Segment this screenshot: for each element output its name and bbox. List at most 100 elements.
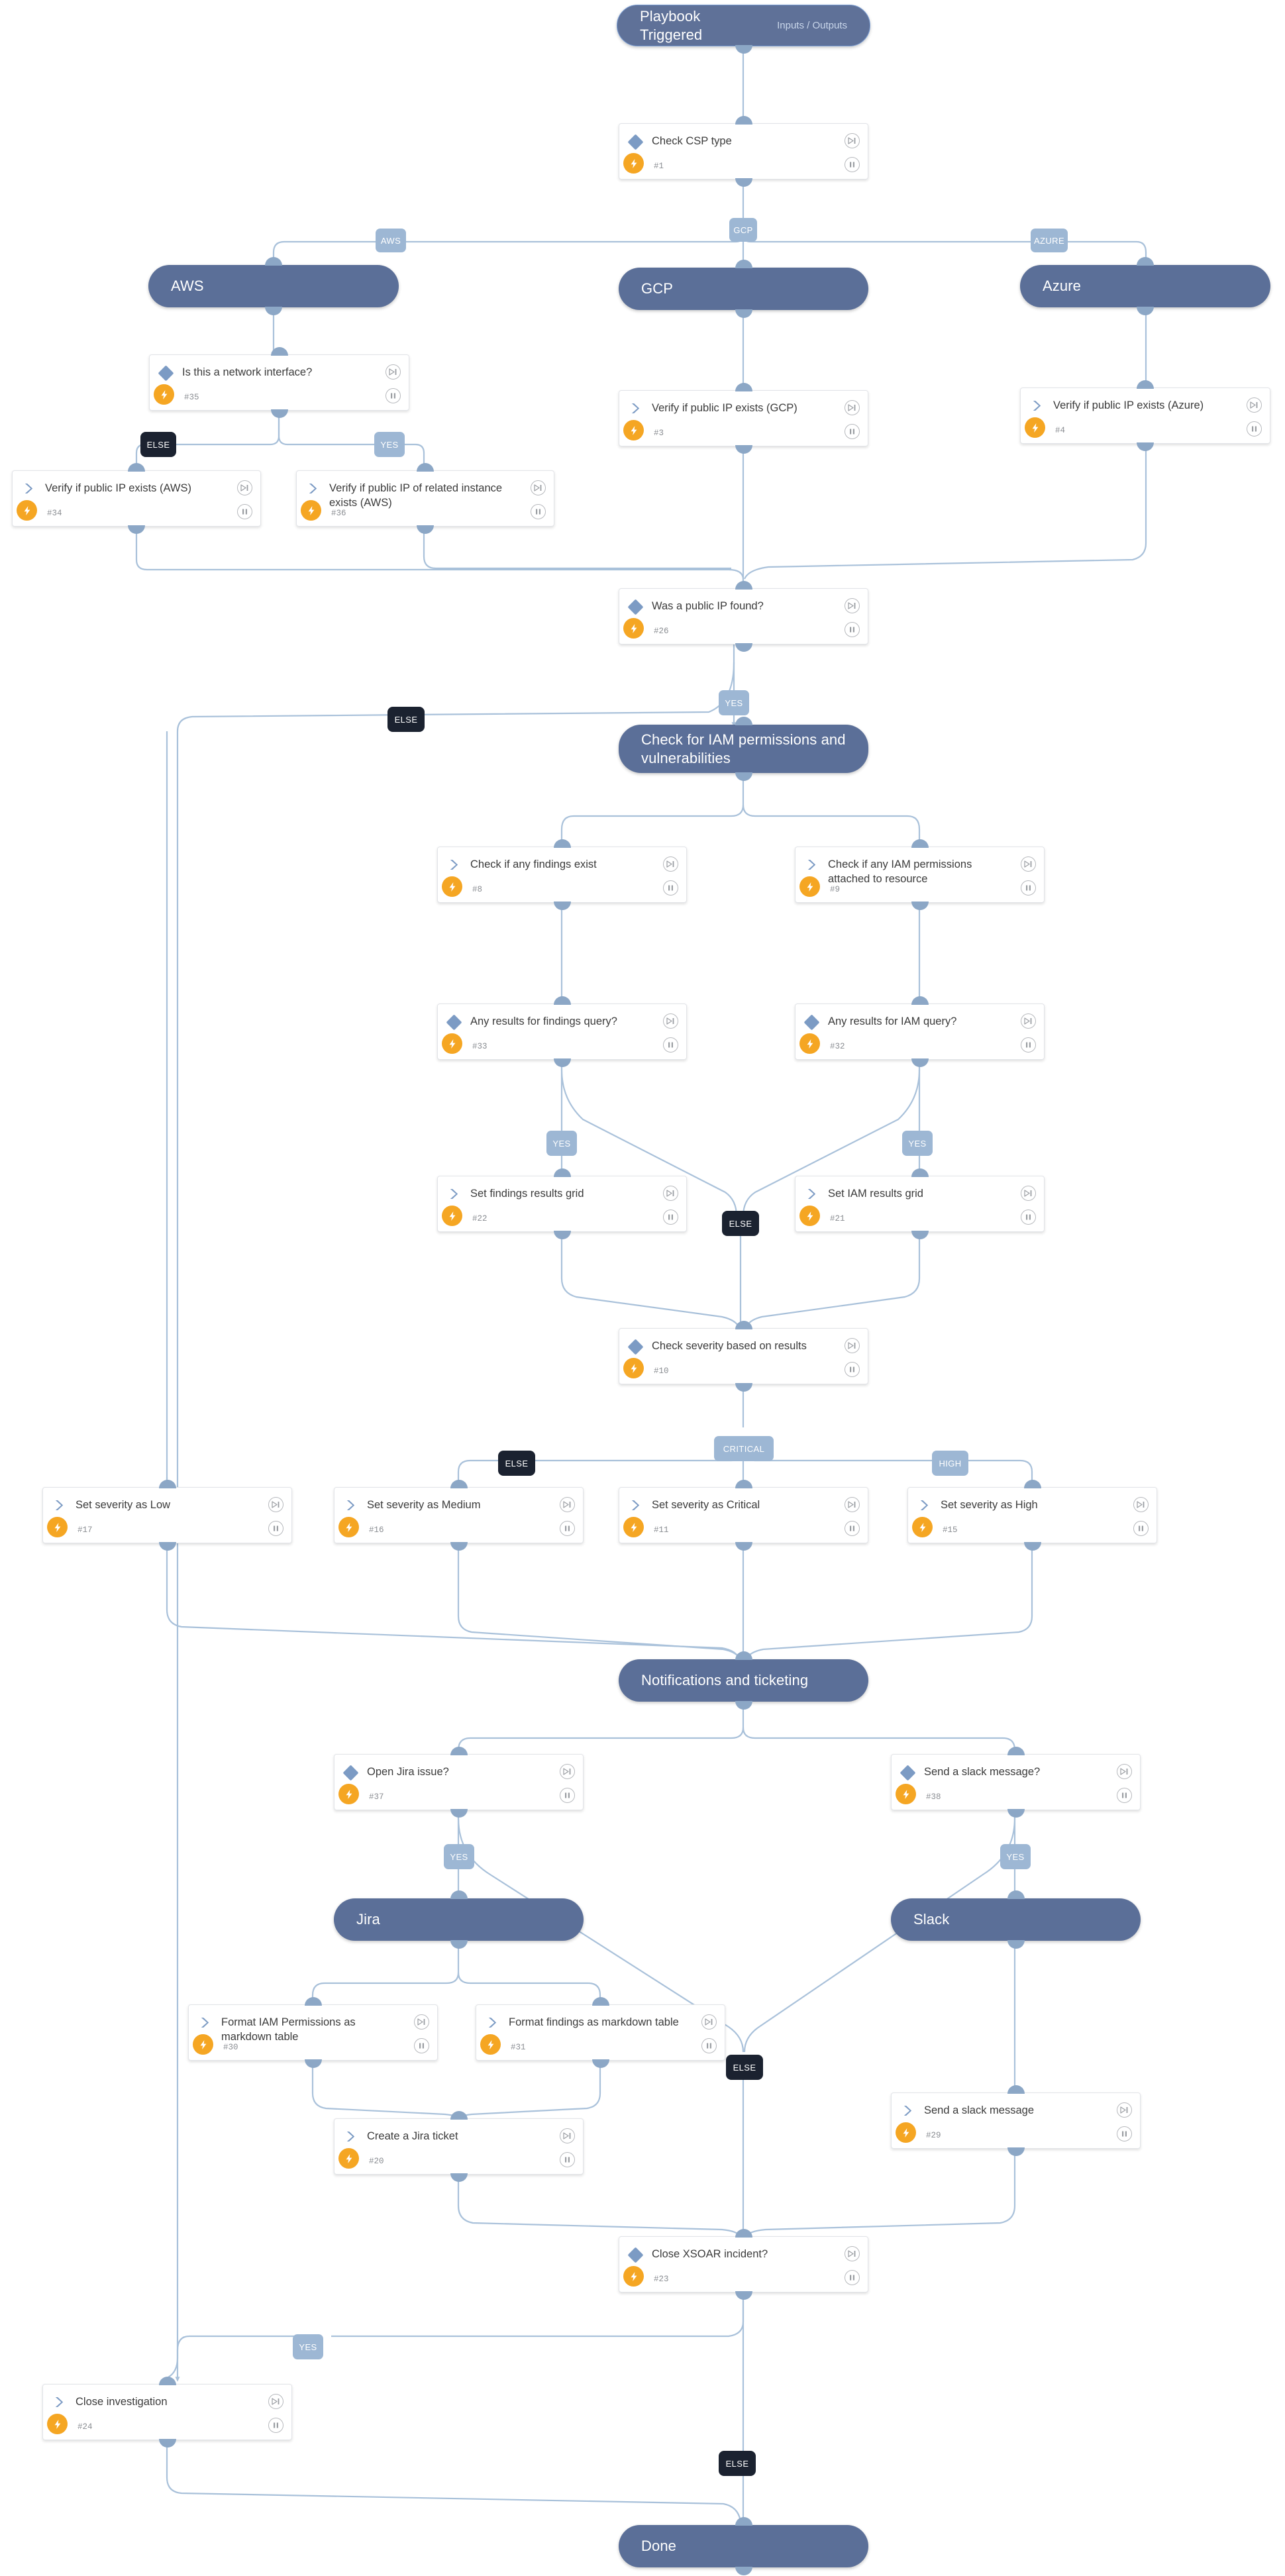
pause-task-button[interactable] [268, 2418, 283, 2433]
task-card-t33[interactable]: Any results for findings query?#33 [437, 996, 687, 1067]
task-card-t9[interactable]: Check if any IAM permissions attached to… [795, 839, 1045, 910]
skip-task-button[interactable] [845, 1338, 860, 1353]
pause-task-button[interactable] [663, 880, 678, 896]
edge-label-l_yes37[interactable]: YES [444, 1844, 474, 1869]
edge-label-l_gcp[interactable]: GCP [729, 218, 757, 242]
skip-task-button[interactable] [663, 1013, 678, 1029]
edge-label-l_else10[interactable]: ELSE [498, 1451, 535, 1476]
skip-task-button[interactable] [845, 598, 860, 613]
task-card-t34[interactable]: Verify if public IP exists (AWS)#34 [12, 463, 261, 534]
pause-task-button[interactable] [845, 2270, 860, 2285]
pause-task-button[interactable] [560, 2152, 575, 2167]
pause-task-button[interactable] [845, 157, 860, 172]
task-card-t17[interactable]: Set severity as Low#17 [42, 1480, 292, 1551]
section-node-done[interactable]: Done [619, 2517, 868, 2575]
skip-task-button[interactable] [386, 364, 401, 380]
pause-task-button[interactable] [560, 1788, 575, 1803]
pause-task-button[interactable] [1021, 1210, 1036, 1225]
pause-task-button[interactable] [845, 1362, 860, 1377]
edge-label-l_yes32[interactable]: YES [902, 1131, 933, 1156]
section-node-sec_aws[interactable]: AWS [148, 257, 399, 315]
skip-task-button[interactable] [414, 2014, 429, 2030]
pause-task-button[interactable] [663, 1210, 678, 1225]
task-card-t35[interactable]: Is this a network interface?#35 [149, 347, 409, 418]
skip-task-button[interactable] [268, 1497, 283, 1512]
pause-task-button[interactable] [1021, 1037, 1036, 1053]
skip-task-button[interactable] [1021, 1186, 1036, 1201]
task-card-t3[interactable]: Verify if public IP exists (GCP)#3 [619, 383, 868, 454]
task-card-t32[interactable]: Any results for IAM query?#32 [795, 996, 1045, 1067]
edge-label-l_yes38[interactable]: YES [1000, 1844, 1031, 1869]
skip-task-button[interactable] [663, 856, 678, 872]
skip-task-button[interactable] [663, 1186, 678, 1201]
task-card-t37[interactable]: Open Jira issue?#37 [334, 1747, 584, 1818]
task-card-t21[interactable]: Set IAM results grid#21 [795, 1168, 1045, 1239]
pause-task-button[interactable] [560, 1521, 575, 1536]
task-card-t29[interactable]: Send a slack message#29 [891, 2085, 1141, 2156]
pause-task-button[interactable] [1247, 421, 1262, 437]
skip-task-button[interactable] [845, 1497, 860, 1512]
edge-label-l_else35[interactable]: ELSE [140, 432, 176, 457]
pause-task-button[interactable] [414, 2038, 429, 2053]
edge-label-l_aws[interactable]: AWS [376, 229, 406, 252]
skip-task-button[interactable] [1021, 1013, 1036, 1029]
task-card-t8[interactable]: Check if any findings exist#8 [437, 839, 687, 910]
pause-task-button[interactable] [701, 2038, 717, 2053]
task-card-t20[interactable]: Create a Jira ticket#20 [334, 2111, 584, 2182]
edge-label-l_high[interactable]: HIGH [932, 1451, 968, 1476]
skip-task-button[interactable] [268, 2394, 283, 2409]
task-card-t36[interactable]: Verify if public IP of related instance … [296, 463, 554, 534]
edge-label-l_yes23[interactable]: YES [293, 2334, 323, 2359]
pause-task-button[interactable] [845, 424, 860, 439]
section-node-sec_azure[interactable]: Azure [1020, 257, 1270, 315]
skip-task-button[interactable] [845, 400, 860, 415]
pause-task-button[interactable] [1021, 880, 1036, 896]
skip-task-button[interactable] [1021, 856, 1036, 872]
task-card-t15[interactable]: Set severity as High#15 [907, 1480, 1157, 1551]
edge-label-l_else26[interactable]: ELSE [387, 707, 425, 732]
task-card-t26[interactable]: Was a public IP found?#26 [619, 581, 868, 652]
edge-label-l_yes26[interactable]: YES [719, 690, 749, 715]
task-card-t16[interactable]: Set severity as Medium#16 [334, 1480, 584, 1551]
task-card-t31[interactable]: Format findings as markdown table#31 [476, 1997, 725, 2068]
task-card-t11[interactable]: Set severity as Critical#11 [619, 1480, 868, 1551]
task-card-t1[interactable]: Check CSP type#1 [619, 116, 868, 187]
edge-label-l_else23[interactable]: ELSE [719, 2451, 756, 2476]
skip-task-button[interactable] [1133, 1497, 1149, 1512]
pause-task-button[interactable] [386, 388, 401, 403]
task-card-t10[interactable]: Check severity based on results#10 [619, 1321, 868, 1392]
skip-task-button[interactable] [1117, 1764, 1132, 1779]
pause-task-button[interactable] [845, 622, 860, 637]
task-card-t23[interactable]: Close XSOAR incident?#23 [619, 2229, 868, 2300]
skip-task-button[interactable] [560, 1497, 575, 1512]
section-node-sec_gcp[interactable]: GCP [619, 260, 868, 318]
pause-task-button[interactable] [268, 1521, 283, 1536]
pause-task-button[interactable] [237, 504, 252, 519]
pause-task-button[interactable] [1133, 1521, 1149, 1536]
pause-task-button[interactable] [845, 1521, 860, 1536]
skip-task-button[interactable] [560, 1764, 575, 1779]
pause-task-button[interactable] [1117, 2126, 1132, 2141]
skip-task-button[interactable] [845, 133, 860, 148]
skip-task-button[interactable] [845, 2246, 860, 2261]
skip-task-button[interactable] [531, 480, 546, 495]
pause-task-button[interactable] [663, 1037, 678, 1053]
task-card-t38[interactable]: Send a slack message?#38 [891, 1747, 1141, 1818]
section-node-sec_iam[interactable]: Check for IAM permissions and vulnerabil… [619, 717, 868, 781]
task-card-t22[interactable]: Set findings results grid#22 [437, 1168, 687, 1239]
skip-task-button[interactable] [237, 480, 252, 495]
pause-task-button[interactable] [1117, 1788, 1132, 1803]
skip-task-button[interactable] [1117, 2102, 1132, 2118]
task-card-t4[interactable]: Verify if public IP exists (Azure)#4 [1020, 380, 1270, 451]
task-card-t30[interactable]: Format IAM Permissions as markdown table… [188, 1997, 438, 2068]
edge-label-l_yes35[interactable]: YES [374, 432, 405, 457]
section-node-sec_jira[interactable]: Jira [334, 1890, 584, 1949]
skip-task-button[interactable] [701, 2014, 717, 2030]
edge-label-l_yes33[interactable]: YES [546, 1131, 577, 1156]
skip-task-button[interactable] [560, 2128, 575, 2143]
edge-label-l_critical[interactable]: CRITICAL [714, 1436, 774, 1461]
edge-label-l_else37[interactable]: ELSE [726, 2055, 763, 2080]
skip-task-button[interactable] [1247, 397, 1262, 413]
